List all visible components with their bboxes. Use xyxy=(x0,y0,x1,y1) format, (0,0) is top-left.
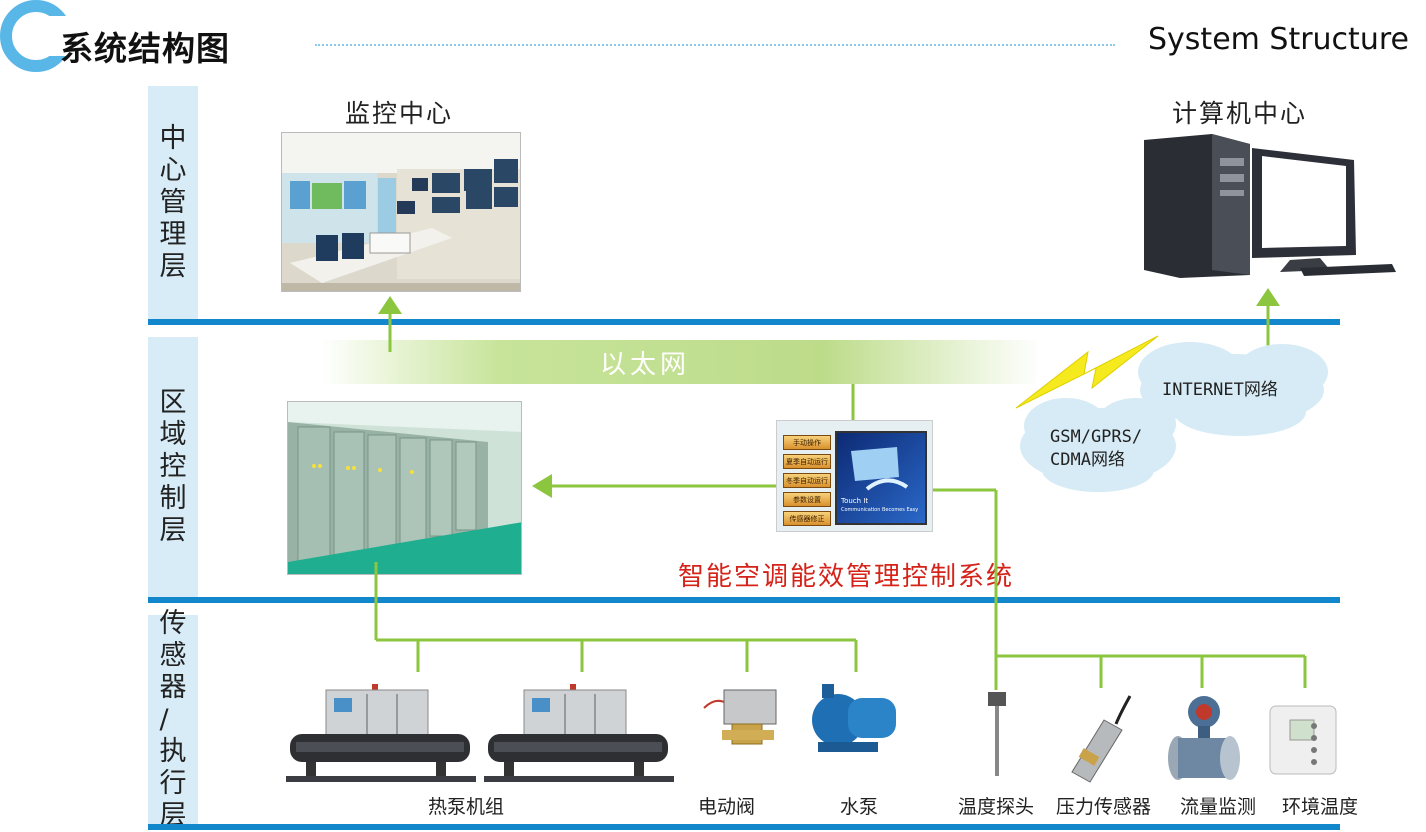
title-ring-gap xyxy=(44,16,78,56)
menu-item: 参数设置 xyxy=(783,492,831,507)
ethernet-label: 以太网 xyxy=(600,350,691,380)
device-label: 流量监测 xyxy=(1180,796,1257,818)
layer-label-char: 层 xyxy=(159,515,187,546)
temperature-probe-image xyxy=(988,692,1006,776)
device-label: 压力传感器 xyxy=(1056,796,1152,818)
system-name-label: 智能空调能效管理控制系统 xyxy=(678,562,1015,592)
layer-label-char: 理 xyxy=(159,218,187,250)
layer-label-char: / xyxy=(159,704,169,735)
layer-label-char: 执 xyxy=(159,736,187,767)
device-label: 热泵机组 xyxy=(428,796,505,818)
gsm-label-line1: GSM/GPRS/ xyxy=(1050,427,1143,447)
layer-label-char: 心 xyxy=(159,154,187,186)
layer-label-central-text: 中心管理层 xyxy=(160,123,187,283)
layer-label-central: 中心管理层 xyxy=(148,86,198,319)
layer-label-char: 感 xyxy=(159,640,187,671)
touch-screen-caption-1: Touch It xyxy=(841,497,869,505)
monitor-center-label: 监控中心 xyxy=(345,99,454,128)
electric-valve-image xyxy=(703,689,777,745)
layer-label-sensor: 传感器/执行层 xyxy=(148,608,198,831)
lightning-icon xyxy=(1015,335,1159,409)
device-label: 温度探头 xyxy=(958,796,1035,818)
computer-center-label: 计算机中心 xyxy=(1172,99,1308,128)
device-label: 电动阀 xyxy=(698,796,756,818)
layer-label-sensor-text: 传感器/执行层 xyxy=(160,608,187,832)
heat-pump-unit-2-image xyxy=(484,684,674,782)
touch-panel-screen: Touch It Communication Becomes Easy xyxy=(835,431,927,525)
layer-label-char: 管 xyxy=(159,186,187,218)
layer-label-char: 区 xyxy=(159,387,187,418)
water-pump-image xyxy=(812,684,896,752)
page-title: 系统结构图 xyxy=(60,29,230,68)
pressure-sensor-image xyxy=(1071,695,1132,783)
layer-label-char: 层 xyxy=(159,250,187,282)
divider-line-central xyxy=(148,319,1340,325)
control-cabinet-drawing xyxy=(288,402,521,574)
menu-item: 冬季自动运行 xyxy=(783,473,831,488)
flow-meter-image xyxy=(1168,696,1240,780)
internet-label: INTERNET网络 xyxy=(1162,380,1278,400)
menu-item: 传感器修正 xyxy=(783,511,831,526)
heat-pump-unit-1-image xyxy=(286,684,476,782)
menu-item: 手动操作 xyxy=(783,435,831,450)
menu-item: 夏季自动运行 xyxy=(783,454,831,469)
connector-lines xyxy=(374,302,1307,690)
touch-panel-menu: 手动操作 夏季自动运行 冬季自动运行 参数设置 传感器修正 xyxy=(783,435,831,530)
divider-line-control xyxy=(148,597,1340,603)
layer-label-char: 制 xyxy=(159,483,187,514)
touch-screen-caption-2: Communication Becomes Easy xyxy=(841,507,919,513)
device-label: 环境温度 xyxy=(1282,796,1359,818)
control-cabinet-image xyxy=(287,401,522,575)
computer-center-image xyxy=(1140,130,1398,280)
layer-label-char: 器 xyxy=(159,672,187,703)
layer-label-char: 传 xyxy=(159,608,187,639)
layer-label-control-text: 区域控制层 xyxy=(160,387,187,547)
gsm-label-line2: CDMA网络 xyxy=(1050,450,1125,470)
cloud-shapes xyxy=(1020,342,1328,492)
layer-label-char: 域 xyxy=(159,419,187,450)
page-title-english: System Structure xyxy=(1148,22,1409,57)
header-dotted-divider xyxy=(315,44,1115,46)
layer-label-control: 区域控制层 xyxy=(148,337,198,597)
layer-label-char: 行 xyxy=(159,768,187,799)
layer-label-char: 中 xyxy=(159,122,187,154)
layer-label-char: 控 xyxy=(159,451,187,482)
ethernet-band xyxy=(320,340,1040,384)
touch-screen-graphic xyxy=(851,447,909,491)
computer-drawing xyxy=(1144,134,1396,278)
divider-line-bottom xyxy=(148,824,1340,830)
room-thermostat-image xyxy=(1269,705,1337,775)
device-label: 水泵 xyxy=(840,796,879,818)
monitor-center-image xyxy=(281,132,521,292)
touch-panel: 手动操作 夏季自动运行 冬季自动运行 参数设置 传感器修正 Touch It C… xyxy=(776,420,933,532)
arrow-heads xyxy=(378,288,1280,498)
monitor-center-drawing xyxy=(282,133,520,291)
